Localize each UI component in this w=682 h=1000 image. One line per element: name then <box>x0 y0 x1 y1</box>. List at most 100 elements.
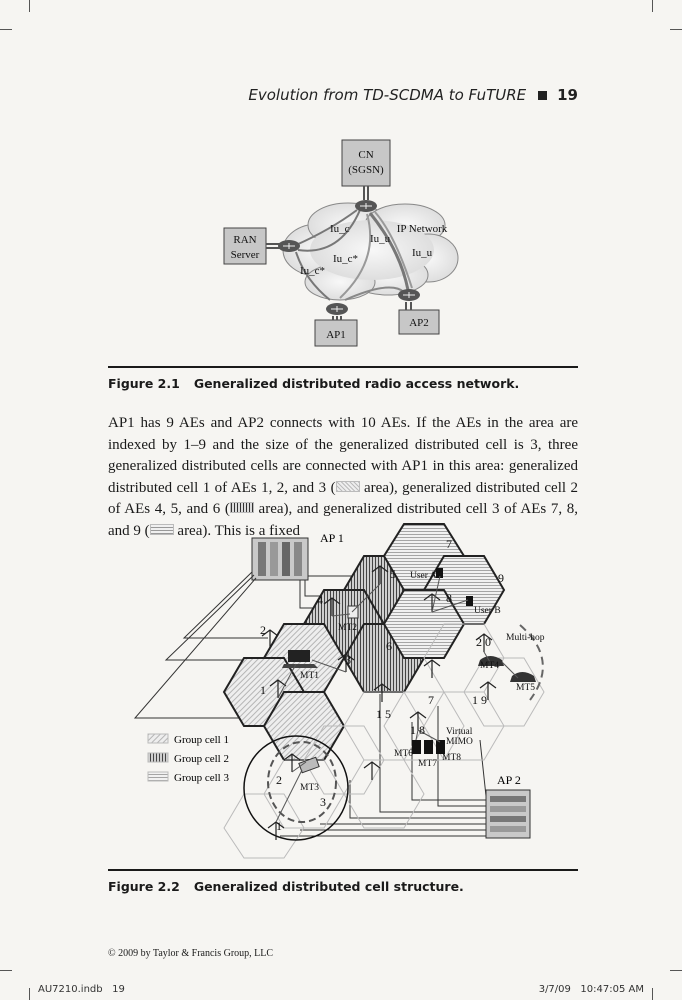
multi-hop-label: Multi-hop <box>506 633 545 643</box>
iu-u-label: Iu_u <box>412 247 433 259</box>
mt3-laptop-icon <box>298 756 320 774</box>
router-icon <box>355 200 377 212</box>
cell-number: 3 <box>345 653 351 667</box>
router-icon <box>398 289 420 301</box>
ap1-box <box>314 319 358 347</box>
ap2-rack-icon <box>485 789 531 839</box>
user-b-label: User B <box>474 606 501 616</box>
body-paragraph: AP1 has 9 AEs and AP2 connects with 10 A… <box>108 413 578 542</box>
cell-number: 7 <box>428 693 434 707</box>
page-number: 19 <box>557 86 578 104</box>
paragraph-text: area). This is a fixed <box>173 522 300 539</box>
legend-label: Group cell 1 <box>174 734 229 746</box>
iu-u-label: Iu_u <box>370 233 391 245</box>
footer-file-name: AU7210.indb 19 <box>38 984 125 995</box>
crop-mark <box>29 988 30 1000</box>
mt2-terminal-icon <box>347 605 359 619</box>
paragraph-text: area), and generalized distributed cell … <box>108 501 578 539</box>
ap1-rack-icon <box>251 537 309 581</box>
crop-mark <box>652 988 653 1000</box>
running-head-title: Evolution from TD-SCDMA to FuTURE <box>248 86 527 104</box>
mt3-label: MT3 <box>300 783 319 793</box>
legend: Group cell 1 Group cell 2 Group cell 3 <box>147 733 229 784</box>
cell-number: 4 <box>317 593 323 607</box>
cell-number: 1 5 <box>376 707 391 721</box>
crop-mark <box>0 29 12 30</box>
ran-label: RAN <box>233 234 256 246</box>
ran-server-box <box>223 227 267 265</box>
mt4-label: MT4 <box>480 661 499 671</box>
server-label: Server <box>231 249 260 261</box>
group-cell-3-swatch <box>149 523 174 535</box>
ap2-box <box>398 309 440 335</box>
mt8-label: MT8 <box>442 753 461 763</box>
ip-network-label: IP Network <box>397 223 448 235</box>
router-icon <box>326 303 348 315</box>
crop-mark <box>0 970 12 971</box>
coverage-dashed-circle <box>267 741 337 823</box>
caption-number: Figure 2.2 <box>108 879 180 894</box>
figure-rule <box>108 366 578 368</box>
mt6-label: MT6 <box>394 749 413 759</box>
cell-number: 1 <box>276 819 282 833</box>
crop-mark <box>29 0 30 12</box>
crop-mark <box>670 970 682 971</box>
figure-caption: Figure 2.2 Generalized distributed cell s… <box>108 879 464 894</box>
multi-hop-arc <box>519 624 544 701</box>
footer-timestamp: 3/7/09 10:47:05 AM <box>538 984 644 995</box>
mt2-label: MT2 <box>338 623 357 633</box>
mt7-label: MT7 <box>418 759 437 769</box>
cell-number: 1 8 <box>410 723 425 737</box>
iu-c-star-label: Iu_c* <box>333 253 358 265</box>
cell-number: 2 <box>276 773 282 787</box>
mt4-car-icon <box>478 656 504 666</box>
group-cell-1-swatch <box>335 480 360 492</box>
legend-swatch-group-cell-1 <box>147 733 169 744</box>
ap2-fibre-lines <box>280 694 487 837</box>
mimo-label: MIMO <box>446 737 473 747</box>
user-a-terminal-icon <box>436 568 443 578</box>
legend-swatch-group-cell-2 <box>147 752 169 763</box>
cell-number: 1 9 <box>472 693 487 707</box>
running-head: Evolution from TD-SCDMA to FuTURE 19 <box>248 86 578 104</box>
paragraph-text: area), generalized distributed cell 2 of… <box>108 479 578 518</box>
user-a-label: User A <box>410 571 437 581</box>
crop-mark <box>670 29 682 30</box>
legend-swatch-group-cell-3 <box>147 771 169 782</box>
network-links <box>266 186 413 320</box>
cell-number: 2 <box>260 623 266 637</box>
outer-cells <box>223 623 545 859</box>
ap1-label: AP 1 <box>320 531 344 545</box>
ap1-label: AP1 <box>326 329 346 341</box>
caption-text: Generalized distributed radio access net… <box>193 376 520 391</box>
ap2-label: AP2 <box>409 317 429 329</box>
figure-caption: Figure 2.1 Generalized distributed radio … <box>108 376 519 391</box>
figure-rule <box>108 869 578 871</box>
caption-text: Generalized distributed cell structure. <box>193 879 464 894</box>
cell-number: 6 <box>386 639 392 653</box>
legend-label: Group cell 2 <box>174 753 229 765</box>
antenna-icon <box>261 565 497 840</box>
sgsn-label: (SGSN) <box>348 164 384 176</box>
cell-number: 3 <box>320 795 326 809</box>
radio-link-lines <box>275 575 519 823</box>
cell-hexagon <box>382 589 466 659</box>
crop-mark <box>652 0 653 12</box>
copyright-notice: © 2009 by Taylor & Francis Group, LLC <box>108 948 274 959</box>
ap2-label: AP 2 <box>497 773 521 787</box>
iu-c-label: Iu_c <box>330 223 350 235</box>
virtual-label: Virtual <box>446 727 473 737</box>
cn-sgsn-box <box>341 139 391 187</box>
square-bullet-icon <box>538 90 548 100</box>
router-icon <box>278 240 300 252</box>
cell-number: 9 <box>498 571 504 585</box>
virtual-mimo-terminals-icon <box>412 740 445 754</box>
mt1-label: MT1 <box>300 671 319 681</box>
iu-c-star-label: Iu_c* <box>300 265 325 277</box>
cell-coverage-circle <box>243 735 349 841</box>
cell-number: 8 <box>446 591 452 605</box>
caption-number: Figure 2.1 <box>108 376 180 391</box>
cn-label: CN <box>358 149 373 161</box>
cell-number: 2 0 <box>476 635 491 649</box>
